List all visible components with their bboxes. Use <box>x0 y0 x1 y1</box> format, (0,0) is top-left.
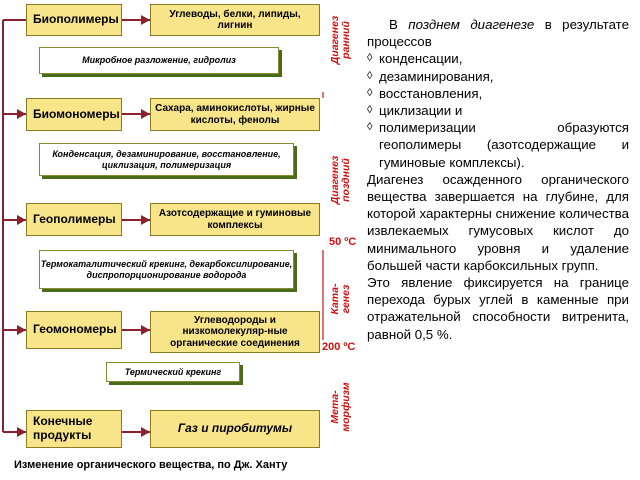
stage-label: Геополимеры <box>33 211 116 226</box>
bullet-item: ◊ восстановления, <box>367 85 629 102</box>
process-label: Термический крекинг <box>124 366 222 377</box>
stage-label: Биомономеры <box>33 106 120 121</box>
phase-line2: морфизм <box>340 382 353 432</box>
phase-line2: генез <box>340 284 353 314</box>
phase-line2: поздний <box>340 158 353 202</box>
stage-label: Геомономеры <box>33 322 117 337</box>
stage-geomonomers-content: Углеводороды и низкомолекуляр-ные органи… <box>150 311 320 353</box>
stage-geopolymers-content: Азотсодержащие и гуминовые комплексы <box>150 203 320 236</box>
stage-biomonomers: Биомономеры <box>26 98 122 131</box>
figure-caption: Изменение органического вещества, по Дж.… <box>14 459 288 471</box>
bullet-text: полимеризации образуются геополимеры (аз… <box>379 120 629 170</box>
stage-content-label: Углеводороды и низкомолекуляр-ные органи… <box>170 314 300 349</box>
stage-content-label: Сахара, аминокислоты, жирные кислоты, фе… <box>155 103 315 126</box>
stage-biomonomers-content: Сахара, аминокислоты, жирные кислоты, фе… <box>150 98 320 131</box>
bullet-item: ◊ конденсации, <box>367 50 629 67</box>
bullet-marker: ◊ <box>367 52 373 65</box>
intro-rest: в результате процессов <box>367 17 630 50</box>
stage-label: Биополимеры <box>33 12 119 27</box>
stage-content-label: Углеводы, белки, липиды, лигнин <box>169 8 301 32</box>
process-label: Микробное разложение, гидролиз <box>82 55 236 66</box>
bullet-text: конденсации, <box>379 51 463 67</box>
intro-italic: позднем диагенезе <box>408 17 535 32</box>
stage-biopolymers: Биополимеры <box>26 4 122 36</box>
stage-content-label: Азотсодержащие и гуминовые комплексы <box>158 208 312 231</box>
bullet-marker: ◊ <box>367 104 373 117</box>
description-text: В позднем диагенезе в результате процесс… <box>367 16 629 343</box>
process-label: Термокаталитический крекинг, декарбоксил… <box>40 258 293 280</box>
process-microbial-decomposition: Микробное разложение, гидролиз <box>39 47 279 74</box>
bullet-item: ◊ циклизации и <box>367 102 629 119</box>
stage-content-label: Газ и пиробитумы <box>177 421 293 436</box>
temp-200: 200 ºС <box>322 341 356 353</box>
phase-line2: ранний <box>340 21 353 59</box>
stage-geopolymers: Геополимеры <box>26 203 122 236</box>
phase-catagenesis: Ката-генез <box>329 264 358 334</box>
paragraph-2: Это явление фиксируется на границе перех… <box>367 275 629 342</box>
process-thermocatalytic-cracking: Термокаталитический крекинг, декарбоксил… <box>39 250 294 289</box>
bullet-text: дезаминирования, <box>379 68 494 84</box>
phase-metamorphism: Мета-морфизм <box>329 367 358 447</box>
stage-final-products: Конечные продукты <box>26 410 122 448</box>
bullet-marker: ◊ <box>367 86 373 99</box>
stage-label: Конечные продукты <box>33 414 93 442</box>
bullet-marker: ◊ <box>367 69 373 82</box>
stage-geomonomers: Геомономеры <box>26 311 122 349</box>
intro-paragraph: В позднем диагенезе в результате процесс… <box>367 16 629 50</box>
bullet-item: ◊ дезаминирования, <box>367 68 629 85</box>
temp-50: 50 ºС <box>329 236 357 248</box>
bullet-item: ◊ полимеризации образуются геополимеры (а… <box>367 119 629 171</box>
process-condensation: Конденсация, дезаминирование, восстановл… <box>39 143 294 176</box>
stage-final-products-content: Газ и пиробитумы <box>150 410 320 448</box>
paragraph-1: Диагенез осажденного органического вещес… <box>367 171 629 273</box>
process-label: Конденсация, дезаминирование, восстановл… <box>52 148 281 170</box>
bullet-text: восстановления, <box>379 85 483 101</box>
process-thermal-cracking: Термический крекинг <box>106 362 240 382</box>
bullet-text: циклизации и <box>379 103 463 119</box>
stage-biopolymers-content: Углеводы, белки, липиды, лигнин <box>150 4 320 36</box>
bullet-marker: ◊ <box>367 121 373 134</box>
intro-plain: В <box>389 17 409 32</box>
